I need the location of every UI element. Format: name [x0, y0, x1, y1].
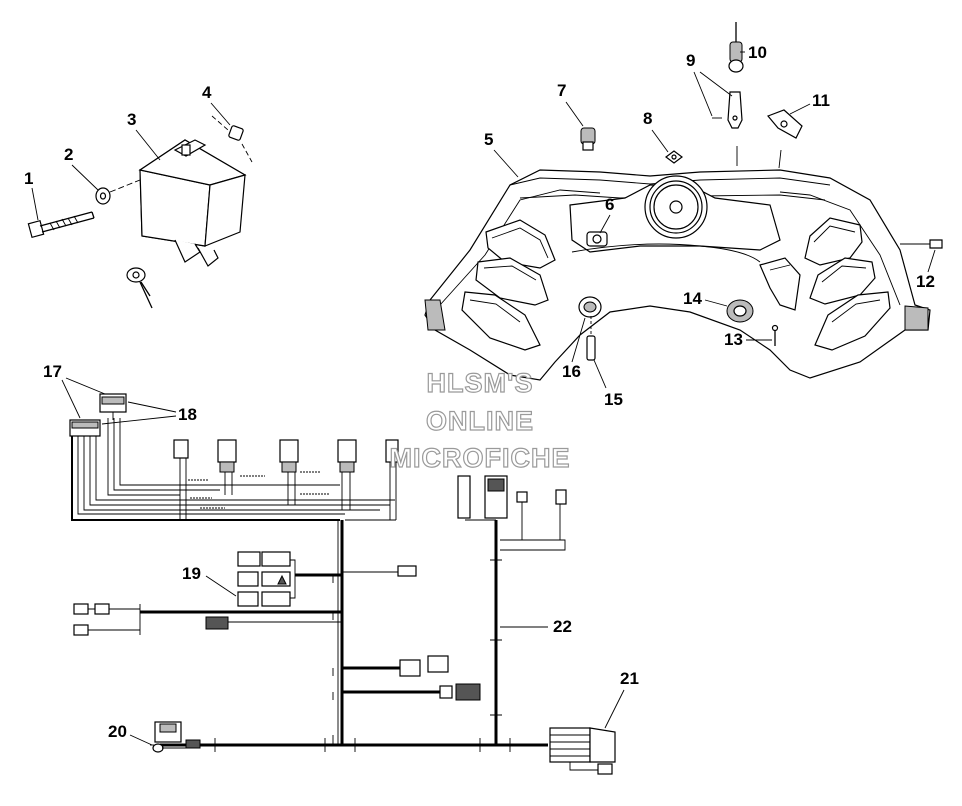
callout-4: 4: [202, 83, 212, 102]
bezel-6-part: [586, 231, 608, 247]
callout-10: 10: [748, 43, 767, 62]
screw-12-part: [900, 239, 943, 249]
bolt-part: [27, 211, 95, 239]
callout-21: 21: [620, 669, 639, 688]
callout-2: 2: [64, 145, 73, 164]
callout-6: 6: [605, 195, 614, 214]
clip-8-part: [665, 150, 683, 164]
watermark-line-2: ONLINE: [426, 406, 534, 436]
callout-16: 16: [562, 362, 581, 381]
grommet-14-part: [726, 299, 754, 323]
callout-1: 1: [24, 169, 33, 188]
callout-13: 13: [724, 330, 743, 349]
nut-part: [211, 115, 253, 163]
switch-9-part: [712, 91, 743, 166]
watermark-line-3: MICROFICHE: [390, 443, 571, 473]
washer-part: [95, 187, 111, 205]
lamp-socket-part: [759, 257, 801, 311]
nut-16-part: [578, 296, 602, 318]
plug-10-part: [728, 22, 744, 73]
callout-12: 12: [916, 272, 935, 291]
callout-17: 17: [43, 362, 62, 381]
watermark-line-1: HLSM'S: [427, 368, 534, 398]
callout-11: 11: [812, 91, 830, 110]
ground-lead-part: [126, 267, 153, 309]
callout-7: 7: [557, 81, 566, 100]
callout-19: 19: [182, 564, 201, 583]
callout-22: 22: [553, 617, 572, 636]
cdi-box-part: [138, 139, 247, 267]
callout-14: 14: [683, 289, 702, 308]
wiring-harness-part: [69, 393, 616, 775]
screw-13-part: [771, 324, 779, 346]
callout-15: 15: [604, 390, 623, 409]
callout-9: 9: [686, 51, 695, 70]
callout-3: 3: [127, 110, 136, 129]
grommet-7-part: [580, 127, 596, 151]
dash-panel-part: [424, 169, 931, 381]
callout-18: 18: [178, 405, 197, 424]
callout-5: 5: [484, 130, 493, 149]
callout-20: 20: [108, 722, 127, 741]
callout-8: 8: [643, 109, 652, 128]
bracket-11-part: [766, 109, 803, 169]
watermark: HLSM'S ONLINE MICROFICHE: [389, 367, 571, 473]
bulb-15-part: [586, 316, 596, 361]
